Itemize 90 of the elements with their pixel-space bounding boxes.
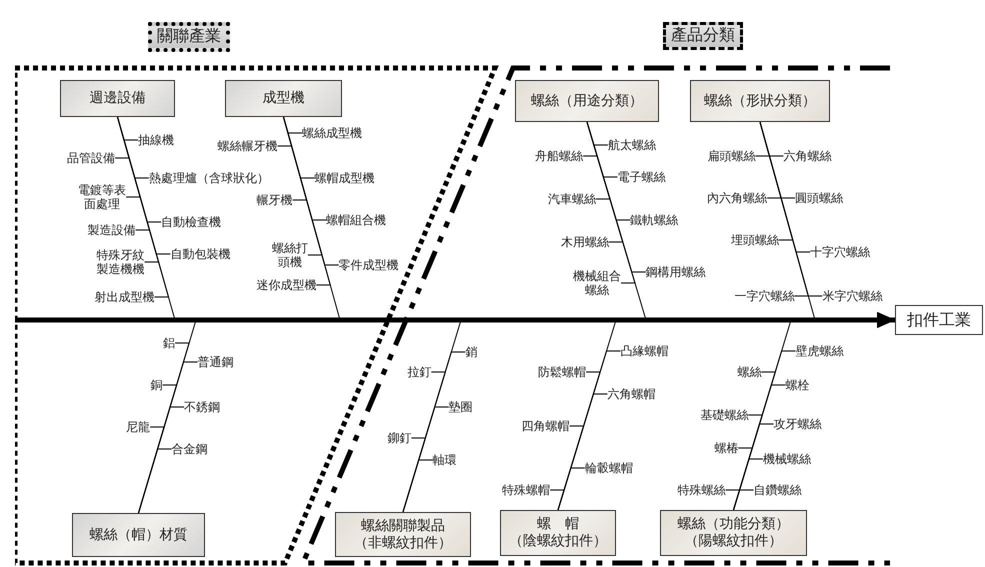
cause-label: 機械組合螺絲: [572, 269, 621, 297]
cause-label: 電子螺絲: [617, 170, 666, 184]
cause-label: 自動檢查機: [161, 215, 222, 229]
cause-label: 凸緣螺帽: [620, 344, 669, 358]
category-label: 螺 帽: [537, 516, 579, 533]
cause-label: 十字穴螺絲: [810, 245, 870, 259]
cause-label: 鋼構用螺絲: [646, 265, 706, 279]
cause-label: 軸環: [432, 453, 457, 467]
category-label: （陰螺紋扣件）: [509, 533, 607, 550]
cause-label: 墊圈: [448, 400, 473, 414]
cause-label: 螺絲: [737, 365, 762, 379]
cause-label: 螺絲成型機: [302, 126, 362, 140]
cause-label: 輾牙機: [256, 193, 293, 207]
category-box: [60, 80, 175, 117]
cause-label: 壁虎螺絲: [796, 344, 844, 358]
cause-label: 防鬆螺帽: [538, 365, 586, 379]
group-heading: 關聯產業: [148, 22, 230, 52]
cause-label: 螺帽組合機: [326, 213, 386, 227]
category-label: 螺絲（功能分類）: [678, 516, 790, 533]
cause-label: 米字穴螺絲: [822, 289, 882, 303]
cause-label: 銅: [150, 378, 163, 392]
category-box: [500, 510, 616, 556]
branch-line: [586, 122, 636, 284]
cause-label: 尼龍: [126, 420, 150, 434]
cause-label: 特殊螺絲: [678, 483, 726, 497]
category-label: 螺絲關聯製品: [361, 518, 445, 534]
cause-label: 螺絲輾牙機: [218, 139, 278, 153]
cause-label: 六角螺帽: [607, 387, 656, 401]
cause-label: 抽線機: [138, 133, 174, 147]
cause-label: 六角螺絲: [783, 149, 832, 163]
branch-line: [117, 116, 170, 298]
category-label: 螺絲（用途分類）: [531, 92, 643, 110]
cause-label: 四角螺帽: [522, 419, 570, 433]
cause-label: 銷: [465, 345, 478, 359]
cause-label: 舟船螺絲: [535, 149, 584, 163]
cause-label: 扁頭螺絲: [707, 149, 756, 163]
branch-line: [760, 122, 823, 296]
branch-line: [550, 490, 565, 510]
cause-label: 不銹鋼: [184, 400, 220, 414]
cause-label: 螺絲打頭機: [272, 241, 308, 269]
cause-label: 螺帽成型機: [314, 171, 374, 185]
branch-line: [283, 116, 331, 286]
cause-label: 機械螺絲: [762, 452, 811, 466]
category-box: [690, 80, 830, 122]
category-label: （非螺紋扣件）: [354, 534, 452, 552]
effect-label: 扣件工業: [907, 312, 971, 328]
branch-line: [138, 448, 172, 514]
cause-label: 品管設備: [67, 151, 116, 165]
cause-label: 合金鋼: [172, 442, 208, 456]
category-box: [72, 513, 205, 557]
cause-label: 一字穴螺絲: [734, 289, 794, 303]
category-label: （陽螺紋扣件）: [684, 533, 782, 550]
cause-label: 熱處理爐（含球狀化）: [148, 171, 269, 185]
cause-label: 特殊牙紋製造機機: [96, 248, 145, 276]
category-label: 螺絲（形狀分類）: [704, 92, 816, 110]
category-label: 螺絲（帽）材質: [90, 526, 188, 544]
cause-label: 拉釘: [407, 365, 432, 379]
cause-label: 電鍍等表面處理: [78, 183, 126, 211]
category-box: [335, 512, 471, 557]
category-label: 週邊設備: [90, 90, 146, 107]
cause-label: 圓頭螺絲: [795, 191, 844, 205]
category-box: [225, 80, 342, 117]
category-box: [515, 80, 659, 122]
category-label: 成型機: [262, 90, 304, 107]
cause-label: 螺椿: [714, 441, 738, 455]
effect-box: [895, 305, 983, 335]
cause-label: 螺栓: [785, 378, 810, 392]
cause-label: 迷你成型機: [256, 278, 316, 292]
cause-label: 射出成型機: [94, 290, 154, 304]
cause-label: 自鑽螺絲: [754, 483, 802, 497]
cause-label: 特殊螺帽: [502, 483, 550, 497]
cause-label: 製造設備: [88, 223, 136, 237]
category-box: [660, 510, 807, 556]
cause-label: 埋頭螺絲: [730, 233, 779, 247]
group-heading: 產品分類: [663, 22, 743, 50]
branch-line: [402, 460, 434, 512]
cause-label: 鉚釘: [387, 431, 412, 445]
cause-label: 內六角螺絲: [707, 191, 768, 205]
cause-label: 攻牙螺絲: [774, 417, 822, 431]
cause-label: 航太螺絲: [608, 138, 656, 152]
cause-label: 鋁: [163, 336, 176, 350]
cause-label: 木用螺絲: [560, 235, 609, 249]
cause-label: 鐵軌螺絲: [630, 213, 678, 227]
cause-label: 輪轂螺帽: [584, 461, 633, 475]
cause-label: 零件成型機: [338, 258, 399, 272]
cause-label: 普通鋼: [197, 355, 234, 369]
cause-label: 自動包裝機: [170, 247, 230, 261]
cause-label: 汽車螺絲: [548, 192, 596, 206]
cause-label: 基礎螺絲: [700, 408, 748, 422]
branch-line: [733, 490, 754, 510]
